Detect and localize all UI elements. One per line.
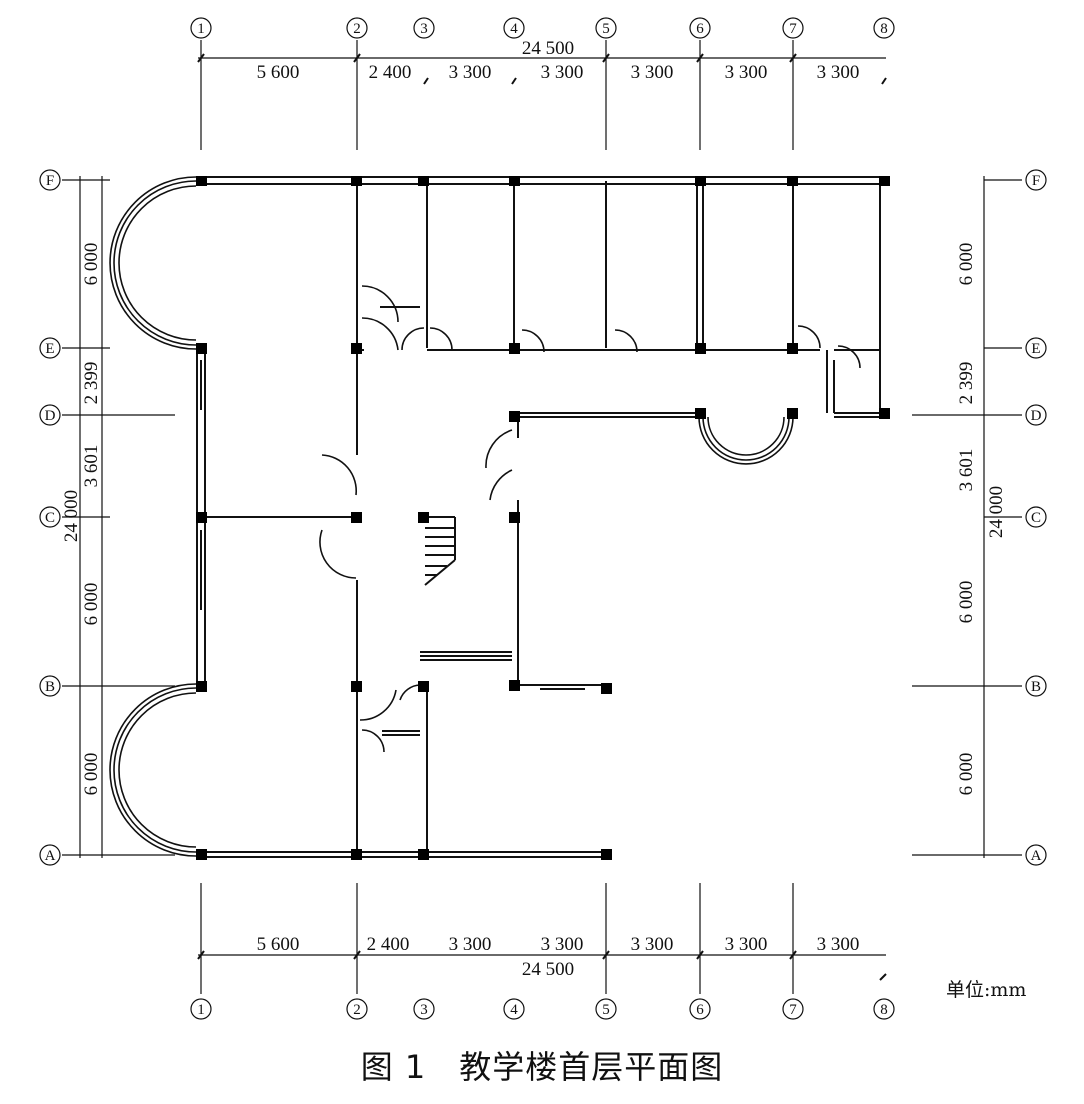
axis-label-C-left: C	[45, 510, 55, 526]
dim-top-7: 3 300	[817, 62, 860, 83]
axis-label-5-top: 5	[602, 21, 610, 37]
dim-top-5: 3 300	[631, 62, 674, 83]
dim-bottom-4: 3 300	[541, 934, 584, 955]
axis-label-6-bottom: 6	[696, 1002, 704, 1018]
axis-label-8-top: 8	[880, 21, 888, 37]
dim-left-BA: 6 000	[81, 753, 102, 796]
dim-bottom-7: 3 300	[817, 934, 860, 955]
axis-label-C-right: C	[1031, 510, 1041, 526]
dim-right-CB: 6 000	[956, 581, 977, 624]
axis-label-2-top: 2	[353, 21, 361, 37]
axis-label-2-bottom: 2	[353, 1002, 361, 1018]
dim-total-bottom: 24 500	[522, 959, 574, 980]
dim-bottom-3: 3 300	[449, 934, 492, 955]
axis-label-1-bottom: 1	[197, 1002, 205, 1018]
figure-caption: 图 1 教学楼首层平面图	[360, 1048, 724, 1086]
dim-left-total: 24 000	[61, 490, 82, 542]
axis-label-1-top: 1	[197, 21, 205, 37]
axis-label-D-right: D	[1031, 408, 1042, 424]
axis-label-E-right: E	[1031, 341, 1040, 357]
axis-label-A-left: A	[45, 848, 56, 864]
axis-lines	[62, 40, 1022, 994]
dim-left-DC: 3 601	[81, 445, 102, 488]
dim-right-ED: 2 399	[956, 362, 977, 405]
dim-left-CB: 6 000	[81, 583, 102, 626]
dimension-ticks	[197, 53, 887, 981]
walls	[196, 176, 884, 858]
doors	[319, 285, 861, 753]
dim-bottom-5: 3 300	[631, 934, 674, 955]
dim-bottom-1: 5 600	[257, 934, 300, 955]
axis-label-3-bottom: 3	[420, 1002, 428, 1018]
axis-label-7-bottom: 7	[789, 1002, 797, 1018]
dim-total-top: 24 500	[522, 38, 574, 59]
unit-label: 单位:mm	[946, 979, 1027, 1001]
axis-bubbles	[39, 17, 1047, 1020]
dim-left-ED: 2 399	[81, 362, 102, 405]
axis-label-3-top: 3	[420, 21, 428, 37]
dim-top-3: 3 300	[449, 62, 492, 83]
axis-label-5-bottom: 5	[602, 1002, 610, 1018]
dim-top-4: 3 300	[541, 62, 584, 83]
staircase	[424, 516, 456, 586]
axis-label-4-top: 4	[510, 21, 518, 37]
curved-bays	[109, 176, 794, 857]
axis-label-8-bottom: 8	[880, 1002, 888, 1018]
dim-top-2: 2 400	[369, 62, 412, 83]
dim-left-FE: 6 000	[81, 243, 102, 286]
dim-right-FE: 6 000	[956, 243, 977, 286]
dim-top-6: 3 300	[725, 62, 768, 83]
dim-right-total: 24 000	[986, 486, 1007, 538]
axis-label-6-top: 6	[696, 21, 704, 37]
axis-label-F-right: F	[1032, 173, 1040, 189]
axis-label-F-left: F	[46, 173, 54, 189]
axis-label-A-right: A	[1031, 848, 1042, 864]
axis-label-7-top: 7	[789, 21, 797, 37]
axis-label-B-left: B	[45, 679, 55, 695]
axis-label-D-left: D	[45, 408, 56, 424]
columns	[196, 176, 890, 860]
dim-top-1: 5 600	[257, 62, 300, 83]
axis-label-E-left: E	[45, 341, 54, 357]
dim-bottom-2: 2 400	[367, 934, 410, 955]
dim-bottom-6: 3 300	[725, 934, 768, 955]
dim-right-DC: 3 601	[956, 449, 977, 492]
axis-label-4-bottom: 4	[510, 1002, 518, 1018]
axis-label-B-right: B	[1031, 679, 1041, 695]
dim-right-BA: 6 000	[956, 753, 977, 796]
